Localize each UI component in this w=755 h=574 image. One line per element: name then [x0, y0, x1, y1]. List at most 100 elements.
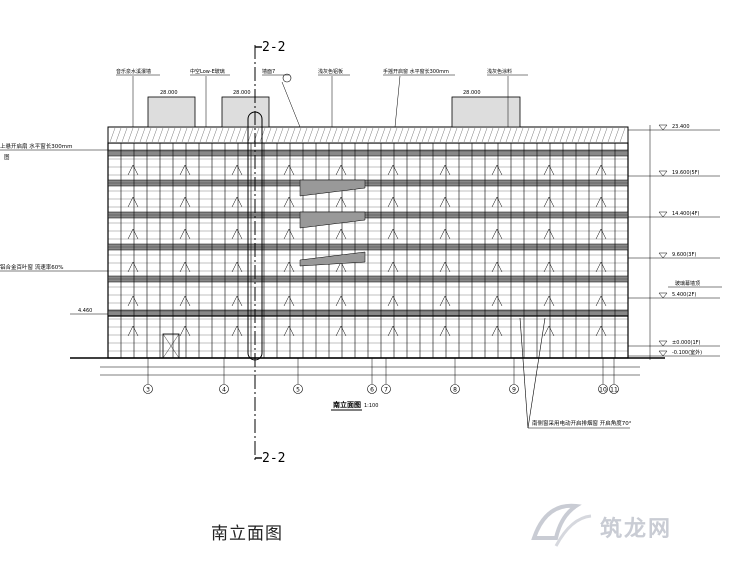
operable-window	[595, 196, 607, 208]
hatch-line	[133, 127, 140, 143]
level-triangle	[658, 292, 668, 299]
level-triangle	[658, 170, 668, 177]
operable-window	[283, 295, 295, 307]
grid-axis-bubble	[381, 384, 391, 394]
left-note-2: 图	[4, 153, 10, 161]
hatch-line	[277, 127, 284, 143]
grid-axis-label: 4	[222, 387, 226, 394]
hatch-line	[493, 127, 500, 143]
hatch-line	[355, 127, 362, 143]
operable-window	[387, 196, 399, 208]
operable-window	[543, 261, 555, 273]
level-label: -0.100(室外)	[672, 349, 702, 356]
operable-window	[231, 228, 243, 240]
hatch-line	[559, 127, 566, 143]
note-leader	[281, 81, 301, 128]
operable-window	[543, 164, 555, 176]
hatch-line	[607, 127, 614, 143]
grid-axis-bubble	[219, 384, 229, 394]
hatch-line	[145, 127, 152, 143]
operable-window	[595, 261, 607, 273]
hatch-line	[583, 127, 590, 143]
operable-window	[491, 164, 503, 176]
hatch-line	[499, 127, 506, 143]
hatch-line	[235, 127, 242, 143]
hatch-line	[187, 127, 194, 143]
drawing-title: 南立面图	[333, 400, 361, 409]
hatch-line	[577, 127, 584, 143]
top-note-2: 中空Low-E玻璃	[190, 68, 225, 75]
operable-window	[439, 261, 451, 273]
operable-window	[491, 196, 503, 208]
operable-window	[283, 325, 295, 337]
hatch-line	[223, 127, 230, 143]
operable-window	[335, 164, 347, 176]
operable-window	[491, 295, 503, 307]
hatch-line	[109, 127, 116, 143]
hatch-line	[535, 127, 542, 143]
level-label: ±0.000(1F)	[672, 340, 701, 346]
hatch-line	[481, 127, 488, 143]
operable-window	[335, 196, 347, 208]
level-label: 19.600(5F)	[672, 170, 700, 176]
grid-axis-label: 5	[296, 387, 300, 394]
grid-axis-label: 6	[370, 387, 374, 394]
hatch-line	[397, 127, 404, 143]
operable-window	[127, 261, 139, 273]
level-label: 5.400(2F)	[672, 292, 696, 298]
operable-window	[595, 164, 607, 176]
round-column	[247, 111, 263, 361]
operable-window	[179, 228, 191, 240]
hatch-line	[595, 127, 602, 143]
hatch-line	[505, 127, 512, 143]
hatch-line	[547, 127, 554, 143]
hatch-line	[181, 127, 188, 143]
hatch-line	[247, 127, 254, 143]
hatch-line	[361, 127, 368, 143]
hatch-line	[445, 127, 452, 143]
operable-window	[543, 228, 555, 240]
grid-axis-bubble	[609, 384, 619, 394]
rooftop-volume-left	[147, 96, 196, 128]
grid-axis-label: 9	[512, 387, 516, 394]
operable-window	[127, 164, 139, 176]
operable-window	[543, 295, 555, 307]
hatch-line	[121, 127, 128, 143]
wall-callout-bubble	[282, 73, 292, 83]
hatch-line	[337, 127, 344, 143]
hatch-line	[271, 127, 278, 143]
hatch-line	[619, 127, 626, 143]
hatch-line	[523, 127, 530, 143]
hatch-line	[331, 127, 338, 143]
section-label-top: 2-2	[262, 40, 286, 55]
ramp-band	[299, 251, 366, 267]
hatch-line	[319, 127, 326, 143]
door-diagonal	[162, 333, 180, 359]
level-triangle	[658, 211, 668, 218]
hatch-line	[541, 127, 548, 143]
hatch-line	[589, 127, 596, 143]
level-triangle	[658, 252, 668, 259]
operable-window	[283, 228, 295, 240]
operable-window	[127, 325, 139, 337]
operable-window	[491, 325, 503, 337]
operable-window	[179, 164, 191, 176]
roof-parapet	[107, 126, 629, 144]
hatch-line	[115, 127, 122, 143]
level-label: 23.400	[672, 124, 690, 130]
operable-window	[231, 325, 243, 337]
operable-window	[127, 295, 139, 307]
grid-axis-bubble	[367, 384, 377, 394]
hatch-line	[349, 127, 356, 143]
rooftop-level-left: 28.000	[160, 90, 178, 96]
hatch-line	[565, 127, 572, 143]
hatch-line	[283, 127, 290, 143]
ramp-band	[299, 211, 366, 229]
level-triangle	[658, 350, 668, 357]
grid-axis-label: 8	[453, 387, 457, 394]
hatch-line	[475, 127, 482, 143]
operable-window	[595, 228, 607, 240]
operable-window	[283, 261, 295, 273]
top-note-3: 墙面7	[262, 68, 275, 75]
level-label: 9.600(3F)	[672, 252, 696, 258]
